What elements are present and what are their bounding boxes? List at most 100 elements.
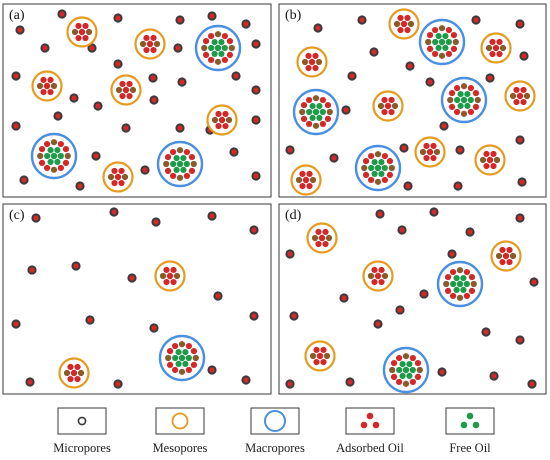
adsorbed-oil-droplet bbox=[59, 11, 65, 17]
oil-droplet bbox=[320, 346, 327, 354]
oil-droplet bbox=[460, 286, 467, 293]
micropore bbox=[11, 319, 21, 329]
panel-c: (c) bbox=[2, 203, 272, 395]
adsorbed-oil-droplet bbox=[253, 87, 259, 93]
adsorbed-oil-droplet bbox=[209, 13, 215, 19]
free-oil-droplet bbox=[176, 160, 184, 168]
mesopore-icon-ring bbox=[171, 412, 189, 430]
oil-droplet bbox=[315, 240, 322, 248]
adsorbed-oil-droplet bbox=[33, 215, 39, 221]
oil-droplet bbox=[308, 58, 316, 66]
oil-droplet bbox=[381, 272, 389, 280]
oil-droplet bbox=[377, 102, 385, 110]
legend: Micropores Mesopores Macropores Adsorbed… bbox=[53, 407, 495, 455]
micropore bbox=[289, 311, 299, 321]
oil-droplet bbox=[326, 108, 333, 116]
oil-droplet bbox=[460, 110, 468, 117]
oil-droplet bbox=[374, 272, 382, 280]
oil-droplet bbox=[409, 378, 416, 386]
oil-droplet bbox=[175, 360, 182, 367]
oil-droplet bbox=[38, 146, 46, 153]
oil-droplet bbox=[170, 278, 177, 286]
oil-droplet bbox=[448, 90, 456, 97]
oil-droplet bbox=[57, 140, 64, 148]
oil-droplet bbox=[442, 44, 449, 51]
oil-droplet bbox=[185, 354, 192, 362]
micropore bbox=[395, 305, 405, 315]
oil-droplet bbox=[470, 280, 477, 288]
oil-droplet bbox=[362, 171, 370, 178]
oil-droplet bbox=[432, 26, 439, 34]
oil-droplet bbox=[520, 98, 527, 106]
oil-droplet bbox=[390, 360, 398, 367]
oil-droplet bbox=[153, 40, 161, 48]
oil-droplet bbox=[390, 373, 398, 380]
adsorbed-oil-droplet bbox=[519, 179, 525, 185]
oil-droplet bbox=[472, 103, 480, 110]
oil-droplet bbox=[432, 38, 439, 46]
oil-droplet bbox=[163, 266, 170, 274]
oil-droplet bbox=[47, 158, 54, 165]
oil-droplet bbox=[416, 366, 423, 374]
oil-droplet bbox=[386, 158, 394, 165]
oil-droplet bbox=[218, 50, 225, 57]
oil-droplet bbox=[414, 373, 422, 380]
oil-droplet bbox=[173, 155, 180, 162]
micropore bbox=[251, 85, 261, 95]
oil-droplet bbox=[182, 360, 189, 367]
legend-label-micropores: Micropores bbox=[53, 441, 111, 455]
adsorbed-oil-droplet bbox=[517, 21, 523, 27]
adsorbed-oil-droplet bbox=[71, 95, 77, 101]
oil-droplet bbox=[180, 166, 187, 173]
oil-droplet bbox=[226, 51, 234, 59]
oil-droplet bbox=[406, 361, 413, 368]
micropore bbox=[455, 145, 465, 155]
free-oil-droplet bbox=[178, 354, 186, 362]
adsorbed-oil-droplet bbox=[151, 97, 157, 103]
oil-droplet bbox=[166, 361, 174, 368]
micropore bbox=[285, 145, 295, 155]
oil-droplet bbox=[464, 91, 471, 98]
free-oil-droplet bbox=[312, 108, 320, 116]
oil-droplet bbox=[486, 156, 494, 164]
adsorbed-oil-droplet bbox=[343, 107, 349, 113]
oil-droplet bbox=[319, 108, 326, 116]
oil-droplet bbox=[146, 40, 154, 48]
oil-droplet bbox=[371, 170, 378, 177]
legend-item-micropores: Micropores bbox=[53, 407, 111, 455]
oil-droplet bbox=[464, 102, 471, 109]
oil-droplet bbox=[202, 51, 210, 59]
oil-droplet bbox=[391, 102, 399, 110]
oil-droplet bbox=[63, 369, 71, 377]
micropore bbox=[419, 289, 429, 299]
oil-droplet bbox=[211, 39, 218, 46]
oil-droplet bbox=[438, 52, 446, 59]
oil-droplet bbox=[309, 352, 317, 360]
micropore bbox=[313, 23, 323, 33]
adsorbed-oil-droplet bbox=[129, 275, 135, 281]
adsorbed-oil-droplet bbox=[215, 293, 221, 299]
oil-droplet bbox=[447, 96, 454, 104]
oil-droplet bbox=[38, 159, 46, 166]
oil-droplet bbox=[126, 92, 133, 100]
micropore bbox=[57, 9, 67, 19]
adsorbed-oil-droplet bbox=[77, 183, 83, 189]
oil-droplet bbox=[386, 171, 394, 178]
adsorbed-oil-droplet bbox=[243, 21, 249, 27]
oil-droplet bbox=[499, 258, 506, 266]
oil-droplet bbox=[309, 176, 317, 184]
legend-label-adsorbed-oil: Adsorbed Oil bbox=[336, 441, 404, 455]
oil-droplet bbox=[118, 179, 125, 187]
micropore bbox=[485, 73, 495, 83]
micropore bbox=[85, 315, 95, 325]
micropore bbox=[71, 261, 81, 271]
oil-droplet bbox=[172, 354, 179, 362]
oil-droplet bbox=[490, 150, 497, 158]
oil-droplet bbox=[170, 148, 177, 156]
oil-droplet bbox=[456, 294, 464, 301]
free-oil-droplet bbox=[50, 152, 58, 160]
oil-droplet bbox=[115, 86, 123, 94]
oil-droplet bbox=[468, 287, 476, 294]
micropore bbox=[447, 249, 457, 259]
mesopore bbox=[480, 32, 512, 64]
